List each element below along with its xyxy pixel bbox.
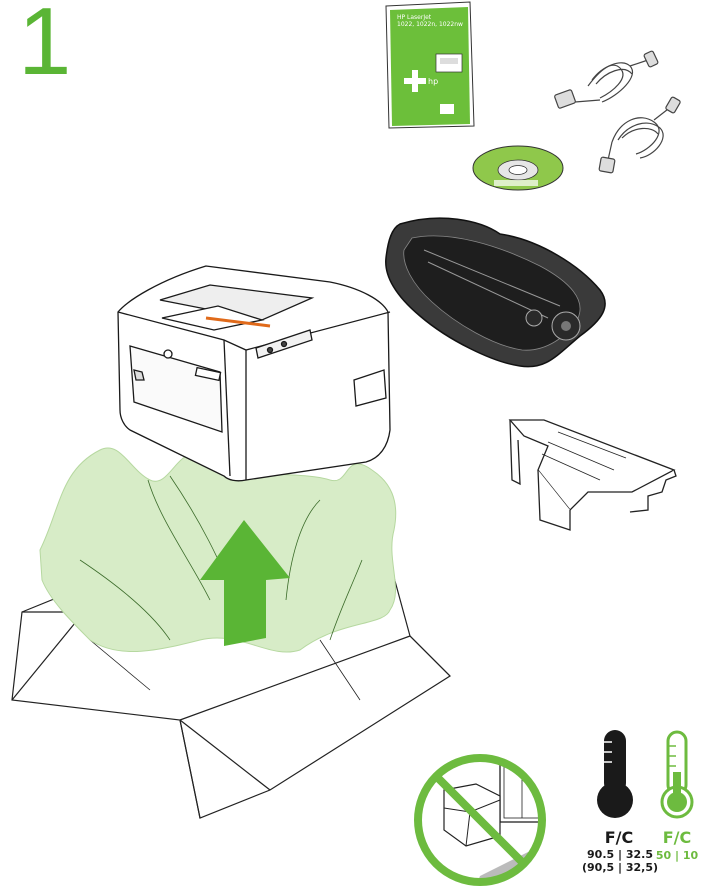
software-cd	[473, 146, 563, 190]
cold-temperature-values: 50 | 10	[650, 849, 704, 862]
hot-values-alt: (90,5 | 32,5)	[565, 861, 675, 874]
hot-temperature-unit: F/C	[592, 828, 646, 847]
booklet-title-text: HP LaserJet	[397, 14, 467, 21]
print-cartridge	[386, 218, 605, 367]
svg-text:hp: hp	[428, 77, 438, 86]
hot-thermometer-icon	[597, 730, 633, 818]
plastic-bag	[40, 448, 396, 652]
power-cord	[554, 51, 658, 109]
booklet-title: HP LaserJet 1022, 1022n, 1022nw	[397, 14, 467, 28]
printer	[118, 266, 390, 481]
booklet-models: 1022, 1022n, 1022nw	[397, 21, 467, 28]
no-sunlight-sign	[414, 754, 560, 891]
cold-temperature-unit: F/C	[650, 828, 704, 847]
cold-thermometer-icon	[662, 732, 692, 817]
usb-cable	[599, 96, 681, 173]
priority-input-tray	[510, 420, 676, 530]
